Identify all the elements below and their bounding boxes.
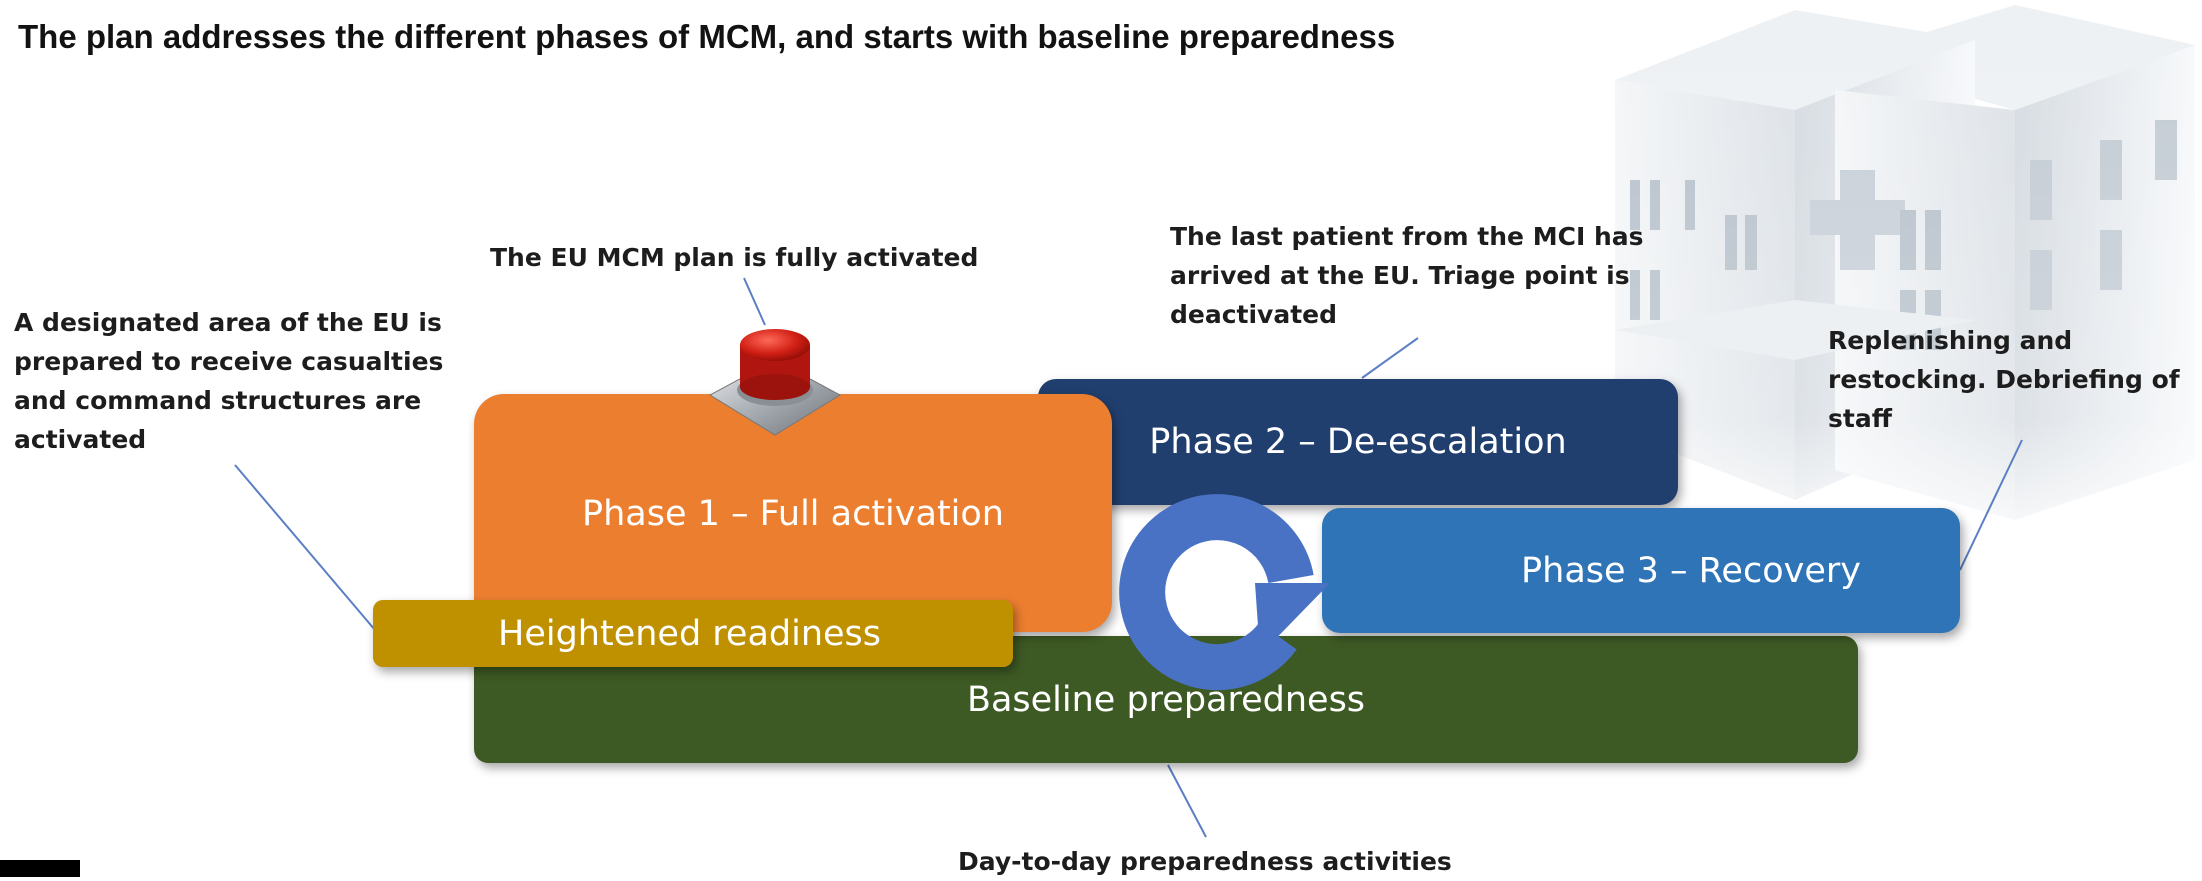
- note-line: restocking. Debriefing of: [1828, 365, 2180, 394]
- note-line: A designated area of the EU is: [14, 308, 442, 337]
- note-line: activated: [14, 425, 147, 454]
- phase1-label: Phase 1 – Full activation: [582, 494, 1004, 534]
- phase3-recovery-box: Phase 3 – Recovery: [1322, 508, 1960, 633]
- note-line: and command structures are: [14, 386, 422, 415]
- note-line: The last patient from the MCI has: [1170, 222, 1644, 251]
- corner-block: [0, 860, 80, 877]
- phase3-label: Phase 3 – Recovery: [1521, 550, 1861, 591]
- phase2-label: Phase 2 – De-escalation: [1149, 422, 1567, 462]
- phase1-full-activation-box: Phase 1 – Full activation: [474, 394, 1112, 632]
- note-line: deactivated: [1170, 300, 1338, 329]
- connector-line-day-to-day: [1167, 764, 1207, 838]
- heightened-readiness-box: Heightened readiness: [373, 600, 1013, 667]
- connector-line-designated: [234, 464, 376, 631]
- note-line: arrived at the EU. Triage point is: [1170, 261, 1630, 290]
- note-line: staff: [1828, 404, 1892, 433]
- note-plan-activated: The EU MCM plan is fully activated: [490, 243, 979, 272]
- note-designated-area: A designated area of the EU is prepared …: [14, 303, 443, 459]
- red-emergency-button-icon: [708, 329, 842, 436]
- connector-line-activated: [743, 277, 766, 326]
- connector-line-replenishing: [1959, 439, 2023, 571]
- hospital-building-icon: [1595, 0, 2202, 560]
- baseline-preparedness-label: Baseline preparedness: [966, 679, 1366, 720]
- note-replenishing: Replenishing and restocking. Debriefing …: [1828, 321, 2180, 438]
- phase2-de-escalation-box: Phase 2 – De-escalation: [1038, 379, 1678, 505]
- note-day-to-day: Day-to-day preparedness activities: [958, 847, 1452, 876]
- connector-line-last-patient: [1361, 337, 1419, 379]
- cycle-arrow-icon: [1119, 494, 1330, 691]
- page-title: The plan addresses the different phases …: [18, 18, 1396, 55]
- note-line: Replenishing and: [1828, 326, 2073, 355]
- heightened-readiness-label: Heightened readiness: [498, 613, 882, 654]
- note-line: prepared to receive casualties: [14, 347, 444, 376]
- note-last-patient: The last patient from the MCI has arrive…: [1170, 217, 1644, 334]
